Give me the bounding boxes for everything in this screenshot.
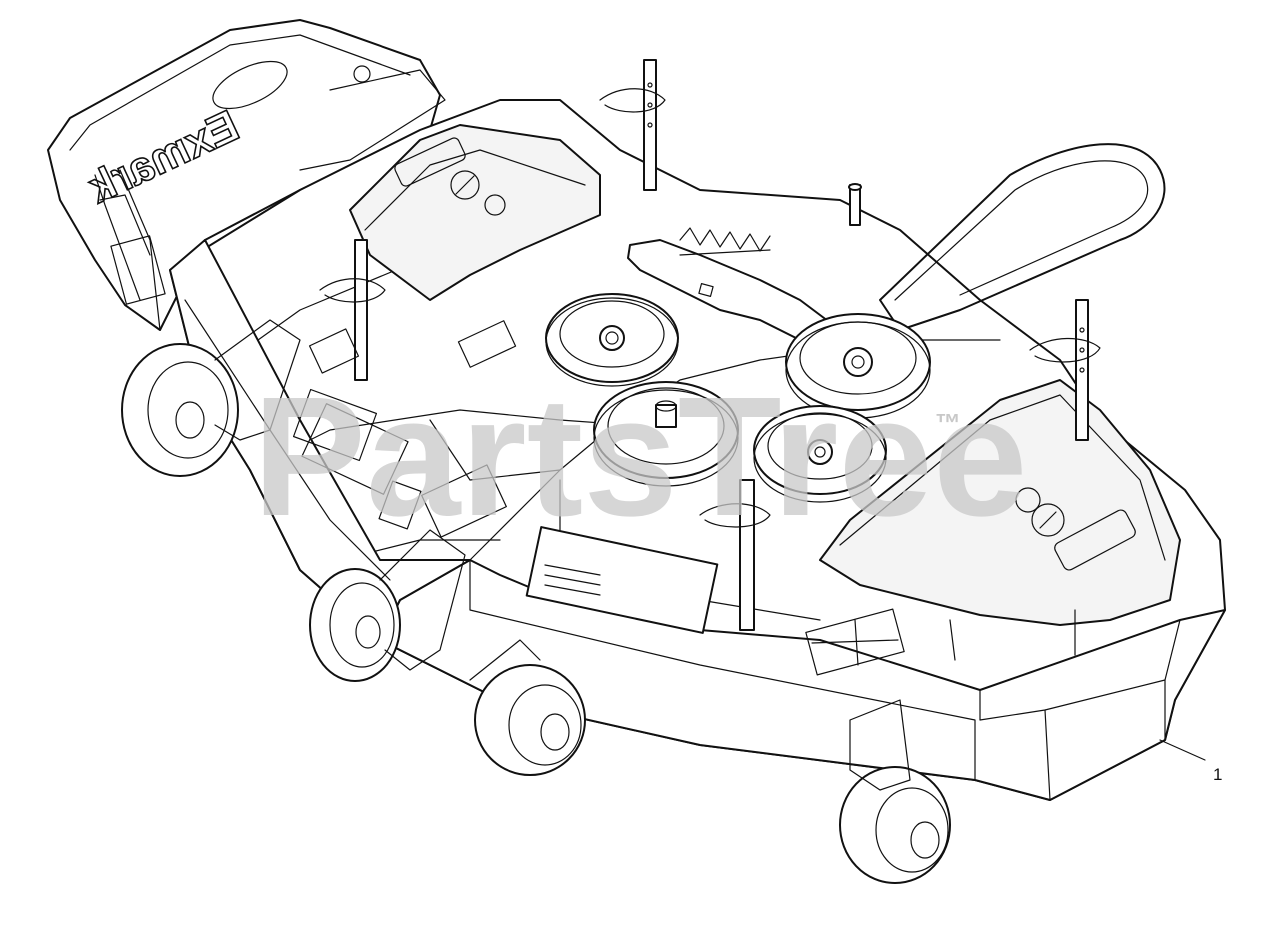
height-pin-rear — [599, 59, 666, 191]
callout-number: 1 — [1213, 765, 1222, 784]
pulley-left-rear — [545, 293, 679, 387]
left-side-skirt — [169, 239, 471, 641]
tension-spring — [679, 227, 771, 256]
pulley-right-front — [753, 405, 887, 503]
trademark-symbol: ™ — [935, 408, 961, 438]
partstree-watermark: PartsTree — [253, 362, 1028, 552]
caster-wheel-rear-left — [121, 319, 301, 477]
right-belt-cover — [819, 379, 1181, 661]
left-belt-cover — [349, 124, 601, 301]
drive-belt — [879, 143, 1166, 331]
height-pin-front — [699, 479, 771, 631]
pulley-center — [593, 381, 739, 487]
safety-decals — [301, 320, 905, 676]
caster-wheel-front-right — [839, 699, 951, 884]
callout-1: 1 — [1159, 739, 1222, 784]
height-pin-center-rear — [848, 183, 862, 226]
caster-wheel-front-center — [469, 639, 586, 776]
height-pin-right — [1029, 299, 1101, 441]
caster-wheel-front-left — [309, 529, 466, 682]
discharge-chute-hood: Exmark — [47, 19, 446, 331]
height-pin-left — [319, 239, 386, 381]
